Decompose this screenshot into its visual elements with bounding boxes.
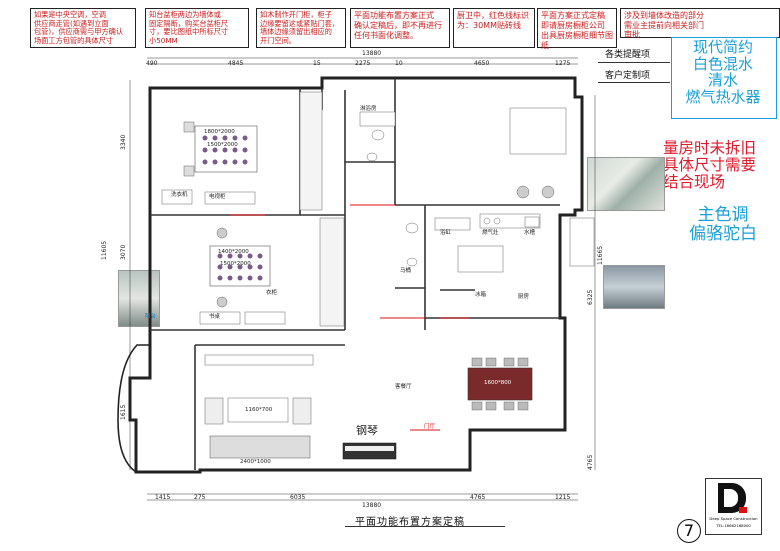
note-air-conditioning: 如果是中央空调，空调 供应商走管(如遇到立面 包管)，供应商需与甲方确认 场面工… [30, 8, 136, 48]
label-fridge: 冰箱 [475, 292, 487, 298]
label-living: 客餐厅 [395, 384, 412, 390]
label-bed1: 1800*2000 [204, 129, 235, 135]
measure-note: 量房时未拆旧 具体尺寸需要 结合现场 [663, 139, 757, 191]
label-stove: 燃气灶 [482, 230, 499, 236]
dim-top-4: 10 [395, 60, 403, 67]
dim-top-total: 13880 [362, 50, 382, 57]
dim-top-3: 2275 [355, 60, 371, 67]
dim-top-1: 4845 [228, 60, 244, 67]
menu-underline [598, 62, 670, 63]
dim-left-3: 1615 [120, 404, 127, 420]
dim-left-0: 3340 [120, 134, 127, 150]
dim-bottom-2: 6035 [290, 494, 306, 501]
dim-bottom-0: 1415 [155, 494, 171, 501]
dim-top-5: 4650 [474, 60, 490, 67]
note-kitchen-cabinet: 平面方案正式定稿 即请厨房橱柜公司 出具厨房橱柜细节图纸 [537, 8, 617, 50]
note-wall-approval: 涉及到墙体改造的部分 需业主提前向相关部门 审批 [620, 8, 780, 39]
dim-bottom-right: 4765 [587, 454, 594, 470]
logo-text: Deep Space Construction [709, 516, 758, 521]
title-underline [345, 526, 505, 527]
label-sofa: 1160*700 [245, 407, 273, 413]
page-title: 平面功能布置方案定稿 [355, 517, 465, 528]
logo: Deep Space Construction TEL:18662168000 [705, 478, 762, 535]
dim-bottom-1: 275 [194, 494, 206, 501]
site-photo-kitchen [603, 265, 665, 309]
dim-left-2: 11605 [101, 240, 108, 260]
logo-phone: TEL:18662168000 [716, 523, 751, 528]
custom-items-label: 客户定制项 [605, 71, 651, 81]
page-number: 7 [683, 521, 695, 540]
note-tile-line: 厨卫中，红色线标识 为：30MM贴砖线 [453, 8, 535, 48]
label-toilet: 马桶 [400, 268, 412, 274]
label-dining: 1600*800 [484, 380, 512, 386]
dim-bottom-total: 13880 [362, 502, 382, 509]
label-wardrobe: 衣柜 [266, 290, 278, 296]
note-cabinet-door: 如木制作开门柜，柜子 边缘要留这或紧贴门套， 墙体边缘须留出相应的 开门空间。 [256, 8, 346, 48]
label-bathtub: 浴缸 [440, 230, 452, 236]
label-shower: 淋浴房 [360, 106, 377, 112]
dim-top-2: 15 [313, 60, 321, 67]
site-photo-corridor [118, 270, 160, 327]
page-number-circle [677, 519, 701, 543]
label-wash: 洗衣机 [171, 192, 188, 198]
logo-mark-inner [724, 489, 738, 507]
style-notes: 现代简约 白色混水 清水 燃气热水器 [685, 38, 761, 106]
label-kitchen: 厨房 [518, 294, 530, 300]
label-bed1b: 1500*2000 [207, 142, 238, 148]
label-sink: 水槽 [524, 230, 536, 236]
main-color-note: 主色调 偏骆驼白 [689, 205, 757, 244]
logo-accent [739, 507, 747, 513]
label-piano: 钢琴 [356, 424, 378, 437]
label-bed2b: 1500*2000 [220, 261, 251, 267]
dim-left-1: 3070 [120, 244, 127, 260]
label-bed2: 1400*2000 [218, 249, 249, 255]
dim-top-0: 490 [146, 60, 158, 67]
label-entry: 门厅 [424, 424, 436, 430]
label-desk: 书桌 [209, 314, 221, 320]
dim-bottom-4: 1215 [555, 494, 571, 501]
note-basin-cabinet: 知台盆柜两边为墙体或 固定隔断，购买台盆柜尺 寸，要比图纸中所标尺寸 小50MM [145, 8, 249, 48]
reminder-items-label: 各类提醒项 [605, 50, 651, 60]
note-plan-confirmed: 平面功能布置方案正式 确认定稿后，即不再进行 任何书面化调整。 [350, 8, 450, 48]
dim-top-6: 1275 [555, 60, 571, 67]
label-tv-cabinet: 电视柜 [209, 194, 226, 200]
label-sofa2: 2400*1000 [240, 459, 271, 465]
label-balcony: 阳台 [145, 314, 157, 320]
style-box [671, 37, 777, 119]
menu-underline-2 [598, 82, 670, 83]
dim-right-0: 11665 [597, 245, 604, 265]
dim-bottom-3: 4765 [470, 494, 486, 501]
site-photo-balcony [587, 157, 665, 211]
dim-right-1: 6325 [587, 289, 594, 305]
